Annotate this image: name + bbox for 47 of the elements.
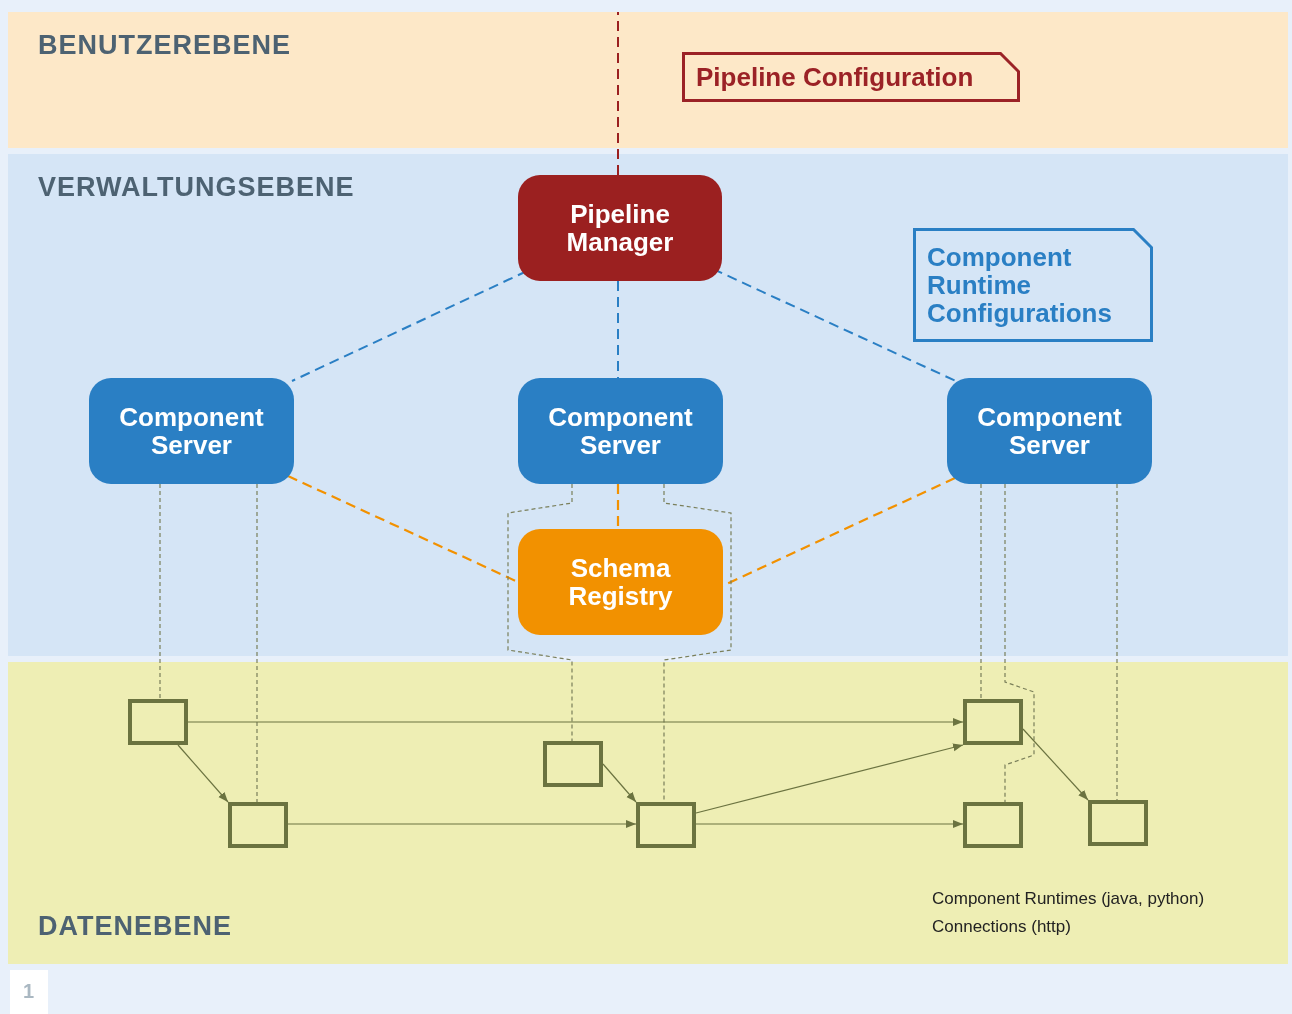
component-box [518,378,723,484]
component-box [89,378,294,484]
arrow [1022,728,1089,801]
note-text: Connections (http) [932,917,1071,937]
component-runtime-box [543,741,603,787]
connector-line [663,483,732,803]
component-runtime-box [128,699,188,745]
layer-band [8,662,1288,964]
arrow [287,820,637,828]
component-runtime-box [228,802,288,848]
connector-line [980,483,982,700]
component-runtime-box [963,802,1023,848]
note-box [682,52,1020,102]
arrow [187,718,964,726]
connector-line [256,483,258,803]
connector-line [616,484,620,529]
component-runtime-box [1088,800,1148,846]
note-label: Pipeline Configuration [696,63,974,91]
connector-line [617,11,619,176]
box-label: Component Server [118,403,265,459]
layer-title: DATENEBENE [38,911,233,942]
connector-line [507,483,573,742]
layer-band [8,12,1288,148]
box-label: Pipeline Manager [565,200,675,256]
component-runtime-box [636,802,696,848]
note-box [913,228,1153,342]
arrow [602,763,637,803]
box-label: Component Server [547,403,694,459]
layer-title: VERWALTUNGSEBENE [38,172,355,203]
arrow [177,744,229,803]
note-label: Component Runtime Configurations [927,243,1113,327]
page-number: 1 [10,970,48,1014]
note-text: Component Runtimes (java, python) [932,889,1205,909]
layer-band [8,154,1288,656]
connector-line [1004,483,1035,803]
box-label: Component Server [976,403,1123,459]
component-box [518,175,722,281]
arrow [695,820,964,828]
component-box [947,378,1152,484]
box-label: Schema Registry [567,554,674,610]
connector-line [617,280,619,379]
layer-title: BENUTZEREBENE [38,30,292,61]
arrow [695,743,964,814]
component-box [518,529,723,635]
connector-line [1116,483,1118,801]
connector-line [159,483,161,700]
component-runtime-box [963,699,1023,745]
